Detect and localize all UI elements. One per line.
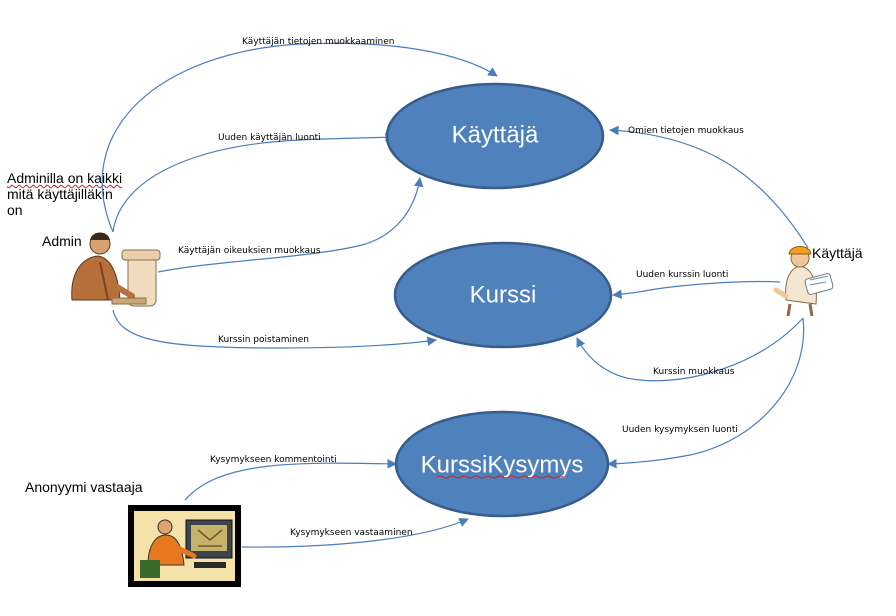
- usecase-kurssikysymys: [394, 410, 610, 518]
- admin-note: Adminilla on kaikki mitä käyttäjilläkin …: [7, 170, 127, 218]
- edge-course-delete: [112, 309, 437, 349]
- note-line-1: Adminilla on kaikki: [7, 170, 123, 186]
- usecase-kayttaja: [385, 82, 605, 190]
- person-at-computer-icon: [128, 505, 241, 587]
- actor-user-label: Käyttäjä: [812, 245, 863, 261]
- label-rights-edit: Käyttäjän oikeuksien muokkaus: [178, 246, 321, 256]
- usecase-kayttaja-label: Käyttäjä: [452, 121, 539, 148]
- edge-comment: [184, 459, 397, 501]
- actor-admin-label: Admin: [42, 233, 82, 249]
- edge-new-user: [112, 132, 395, 233]
- edge-new-question: [607, 317, 805, 469]
- note-line-3: on: [7, 202, 23, 218]
- usecase-kurssi-label: Kurssi: [470, 281, 537, 308]
- label-new-user: Uuden käyttäjän luonti: [218, 133, 321, 143]
- edge-own-edit: [609, 125, 809, 249]
- businessman-at-computer-icon: [71, 232, 161, 307]
- label-new-course: Uuden kurssin luonti: [636, 270, 728, 280]
- edge-answer: [241, 518, 469, 548]
- label-comment: Kysymykseen kommentointi: [210, 455, 337, 465]
- label-user-edit-admin: Käyttäjän tietojen muokkaaminen: [242, 37, 394, 47]
- edge-rights-edit: [157, 177, 424, 273]
- actor-anon-label: Anonyymi vastaaja: [25, 479, 143, 495]
- note-line-2: mitä käyttäjilläkin: [7, 186, 113, 202]
- label-own-edit: Omien tietojen muokkaus: [628, 126, 744, 136]
- usecase-kurssikysymys-label: KurssiKysymys: [421, 451, 584, 478]
- label-course-delete: Kurssin poistaminen: [218, 335, 309, 345]
- engineer-with-plans-icon: [773, 246, 834, 317]
- usecase-kurssi: [393, 241, 613, 349]
- edge-new-course: [612, 280, 781, 300]
- label-answer: Kysymykseen vastaaminen: [290, 528, 413, 538]
- edge-course-edit: [576, 317, 804, 382]
- label-course-edit: Kurssin muokkaus: [653, 367, 735, 377]
- spelling-squiggle: [436, 475, 564, 479]
- edge-user-edit-admin: [101, 42, 498, 233]
- label-new-question: Uuden kysymyksen luonti: [622, 425, 738, 435]
